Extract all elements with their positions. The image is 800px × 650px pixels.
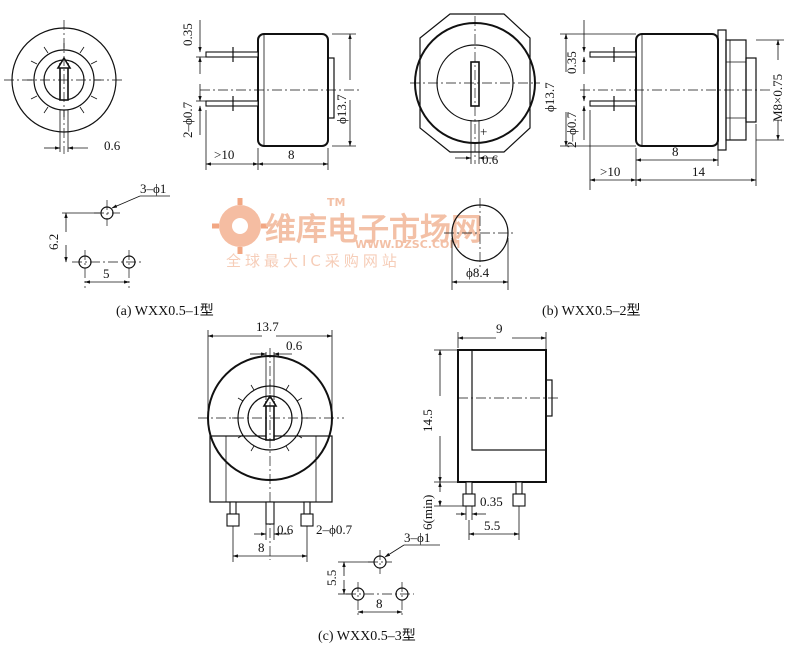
dim-a-body-dia: ϕ13.7 bbox=[334, 94, 349, 124]
dim-c-height: 14.5 bbox=[420, 409, 435, 432]
watermark: 维库电子市场网 TM WWW.DZSC.COM 全球最大IC采购网站 bbox=[212, 196, 482, 270]
watermark-tm: TM bbox=[327, 196, 345, 209]
dim-c-hole-h: 8 bbox=[376, 596, 383, 611]
panel-b-front-view: + 0.6 bbox=[410, 13, 540, 167]
caption-a: (a) WXX0.5–1型 bbox=[116, 303, 214, 319]
watermark-logo bbox=[212, 198, 268, 254]
dim-b-thread: M8×0.75 bbox=[770, 74, 785, 122]
panel-c-side-view: 9 14.5 6(min) 0.35 5.5 bbox=[420, 321, 560, 540]
dim-c-lead-dia: 2–ϕ0.7 bbox=[316, 522, 353, 537]
dim-a-lead-dia: 2–ϕ0.7 bbox=[180, 101, 195, 138]
watermark-subtitle: 全球最大IC采购网站 bbox=[226, 252, 401, 270]
dim-c-slot: 0.6 bbox=[286, 338, 303, 353]
caption-b: (b) WXX0.5–2型 bbox=[542, 303, 641, 319]
watermark-title: 维库电子市场网 bbox=[265, 212, 482, 248]
dim-a-hole-spec: 3–ϕ1 bbox=[140, 181, 166, 196]
dim-b-body-len: 8 bbox=[672, 144, 679, 159]
dim-a-hole-h: 5 bbox=[103, 266, 110, 281]
dim-a-lead-len: >10 bbox=[214, 147, 234, 162]
dim-c-hole-v: 5.5 bbox=[324, 570, 339, 586]
dim-a-slot: 0.6 bbox=[104, 138, 121, 153]
caption-c: (c) WXX0.5–3型 bbox=[318, 628, 416, 644]
dim-c-depth: 9 bbox=[496, 321, 503, 336]
panel-a-side-view: 0.35 2–ϕ0.7 ϕ13.7 >10 8 bbox=[180, 20, 360, 170]
dim-b-slot: 0.6 bbox=[482, 152, 499, 167]
panel-c-front-view: 13.7 0.6 0.6 2–ϕ0.7 8 bbox=[198, 319, 353, 562]
panel-b-side-view: ϕ13.7 0.35 2–ϕ0.7 M8×0.75 8 >10 bbox=[542, 20, 785, 190]
dim-c-pin-span: 8 bbox=[258, 540, 265, 555]
dim-b-body-dia: ϕ13.7 bbox=[542, 82, 557, 112]
dim-b-lead-pitch: 0.35 bbox=[564, 51, 579, 74]
panel-a-front-view: 0.6 bbox=[4, 20, 124, 154]
dim-a-hole-v: 6.2 bbox=[46, 234, 61, 250]
dim-c-pin-off: 5.5 bbox=[484, 518, 500, 533]
dim-c-pin-min: 6(min) bbox=[420, 495, 435, 530]
dim-a-lead-pitch: 0.35 bbox=[180, 23, 195, 46]
panel-c: 13.7 0.6 0.6 2–ϕ0.7 8 bbox=[198, 319, 560, 644]
panel-a: 0.6 0.35 2–ϕ0.7 ϕ13.7 bbox=[4, 20, 360, 319]
dim-a-body-len: 8 bbox=[288, 147, 295, 162]
dim-b-total-len: 14 bbox=[692, 164, 706, 179]
panel-b-panel-hole: ϕ8.4 bbox=[444, 198, 516, 290]
dim-b-lead-len: >10 bbox=[600, 164, 620, 179]
dim-b-lead-dia: 2–ϕ0.7 bbox=[564, 111, 579, 148]
dim-c-width: 13.7 bbox=[256, 319, 279, 334]
watermark-url: WWW.DZSC.COM bbox=[355, 238, 460, 251]
dim-c-hole-spec: 3–ϕ1 bbox=[404, 530, 430, 545]
svg-text:+: + bbox=[480, 124, 487, 139]
panel-a-hole-pattern: 3–ϕ1 6.2 5 bbox=[46, 181, 170, 288]
dim-b-panel-hole: ϕ8.4 bbox=[466, 265, 490, 280]
panel-c-hole-pattern: 3–ϕ1 5.5 8 bbox=[324, 530, 440, 618]
dim-c-pin-slot: 0.6 bbox=[277, 522, 294, 537]
dim-c-pin-pitch: 0.35 bbox=[480, 494, 503, 509]
panel-b: + 0.6 ϕ13.7 bbox=[410, 13, 785, 319]
